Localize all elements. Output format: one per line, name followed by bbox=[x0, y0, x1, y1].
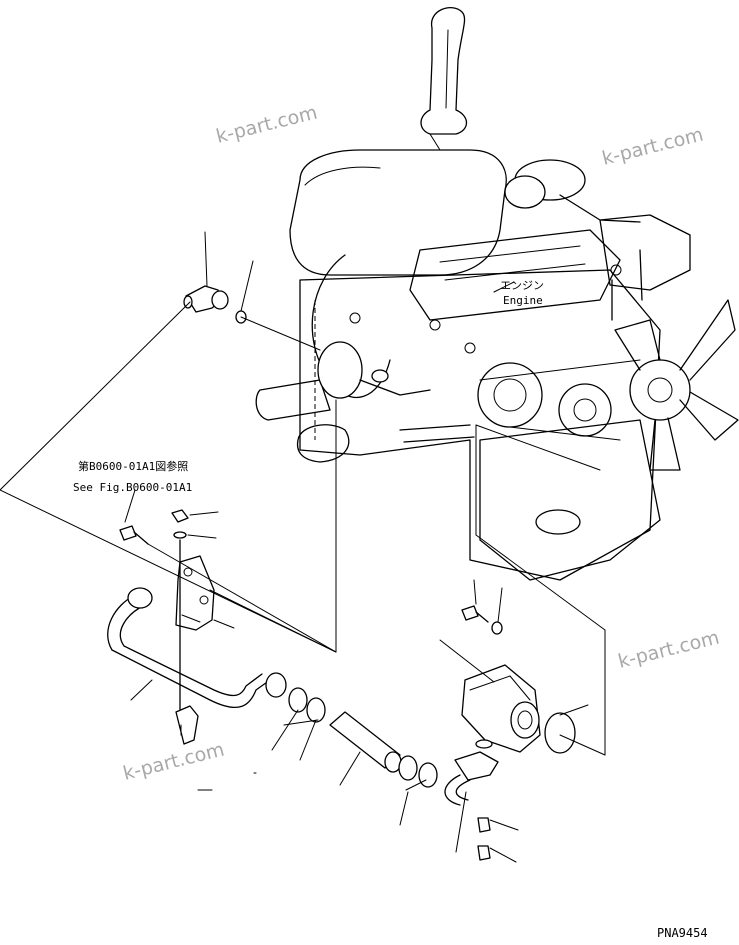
hose-clamp-1 bbox=[288, 687, 308, 713]
hose-clamp-2 bbox=[306, 697, 326, 723]
drawing-number: PNA9454 bbox=[657, 926, 708, 940]
o-ring-small bbox=[475, 739, 493, 749]
engine-label-jp: エンジン bbox=[500, 279, 544, 292]
watermark: k-part.com bbox=[600, 123, 706, 169]
connector-small bbox=[175, 705, 199, 745]
bolt-top-left bbox=[119, 525, 149, 545]
large-o-ring bbox=[544, 712, 576, 754]
pump-housing bbox=[461, 664, 541, 753]
hose-clamp-4 bbox=[418, 762, 438, 788]
flange-elbow bbox=[444, 751, 499, 806]
watermark: k-part.com bbox=[616, 626, 722, 672]
watermark: k-part.com bbox=[121, 738, 227, 784]
leader-lines bbox=[0, 231, 606, 863]
return-pipe bbox=[107, 587, 287, 709]
straight-hose bbox=[329, 711, 402, 773]
bottom-bolts bbox=[477, 817, 491, 861]
nut-washer bbox=[171, 509, 189, 539]
bracket-plate bbox=[175, 555, 215, 631]
upper-elbow-fitting bbox=[183, 285, 229, 313]
hose-clamp-3 bbox=[398, 755, 418, 781]
engine-assembly bbox=[255, 7, 739, 581]
engine-label-en: Engine bbox=[503, 294, 543, 307]
reference-label-jp: 第B0600-01A1図参照 bbox=[78, 459, 188, 473]
bolt-upper-right bbox=[461, 605, 489, 623]
washer-upper-right bbox=[491, 621, 503, 635]
reference-label-en: See Fig.B0600-01A1 bbox=[73, 481, 192, 494]
watermark: k-part.com bbox=[214, 101, 320, 147]
